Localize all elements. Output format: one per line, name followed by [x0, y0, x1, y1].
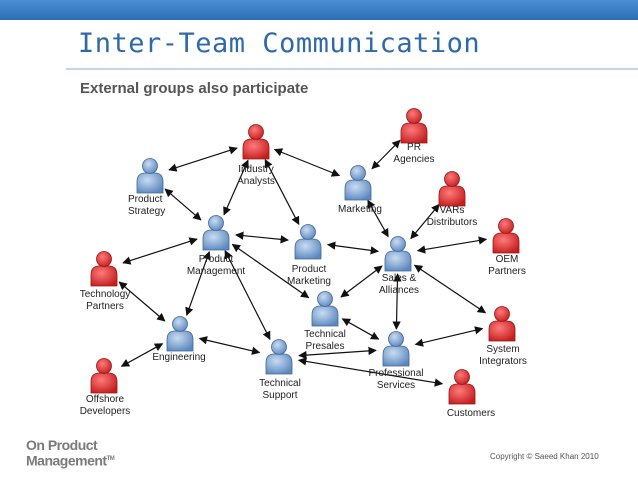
professional-services-person-icon [382, 331, 410, 367]
edge-product-management-engineering [185, 251, 211, 316]
edge-offshore-developers-engineering [120, 343, 164, 367]
edge-technical-presales-sales-alliances [340, 265, 383, 298]
sales-alliances-person-icon [384, 236, 412, 272]
edge-product-strategy-product-management [164, 188, 202, 221]
edge-oem-partners-sales-alliances [416, 236, 488, 254]
edge-technology-partners-product-management [122, 237, 198, 265]
edge-industry-analysts-product-marketing [264, 158, 300, 226]
vars-distributors-label: VARs Distributors [426, 205, 478, 228]
sales-alliances-label: Sales & Alliances [378, 273, 420, 296]
edge-vars-distributors-sales-alliances [410, 203, 440, 240]
edge-technical-presales-professional-services [341, 318, 380, 340]
technical-presales-label: Technical Presales [304, 329, 346, 352]
edge-product-management-product-marketing [235, 231, 289, 244]
title-divider [66, 68, 638, 70]
customers-label: Customers [446, 408, 496, 419]
edge-technology-partners-engineering [118, 281, 166, 322]
oem-partners-label: OEM Partners [488, 254, 526, 277]
edge-industry-analysts-product-management [223, 159, 249, 216]
logo-tm: TM [106, 456, 115, 462]
oem-partners-person-icon [492, 218, 520, 254]
technology-partners-label: Technology Partners [79, 289, 131, 312]
pr-agencies-person-icon [400, 108, 428, 144]
vars-distributors-person-icon [438, 171, 466, 207]
product-management-label: Product Management [186, 254, 246, 277]
industry-analysts-person-icon [242, 124, 270, 160]
product-strategy-person-icon [136, 158, 164, 194]
professional-services-label: Professional Services [368, 368, 424, 391]
product-marketing-label: Product Marketing [287, 264, 331, 287]
offshore-developers-person-icon [90, 358, 118, 394]
top-banner [0, 0, 638, 20]
edge-product-management-technical-support [224, 250, 271, 340]
system-integrators-label: System Integrators [479, 344, 527, 367]
technical-support-person-icon [265, 339, 293, 375]
logo-line1: On Product [26, 437, 98, 453]
brand-logo: On Product ManagementTM [26, 437, 115, 469]
edge-technical-support-customers [297, 357, 444, 387]
edge-system-integrators-professional-services [414, 326, 484, 347]
technology-partners-person-icon [90, 251, 118, 287]
page-subtitle: External groups also participate [80, 80, 309, 97]
edge-product-strategy-industry-analysts [168, 146, 238, 172]
product-management-person-icon [202, 215, 230, 251]
edge-sales-alliances-system-integrators [413, 264, 487, 314]
edge-product-marketing-sales-alliances [326, 241, 380, 255]
edge-technical-support-professional-services [298, 346, 377, 360]
marketing-label: Marketing [338, 204, 382, 215]
page-title: Inter-Team Communication [78, 28, 481, 59]
pr-agencies-label: PR Agencies [393, 142, 435, 165]
engineering-person-icon [166, 316, 194, 352]
copyright-text: Copyright © Saeed Khan 2010 [490, 452, 599, 461]
marketing-person-icon [344, 165, 372, 201]
industry-analysts-label: Industry Analysts [237, 164, 275, 187]
technical-support-label: Technical Support [259, 378, 301, 401]
product-strategy-label: Product Strategy [128, 194, 166, 217]
customers-person-icon [448, 369, 476, 405]
system-integrators-person-icon [488, 306, 516, 342]
technical-presales-person-icon [311, 291, 339, 327]
edge-pr-agencies-marketing [371, 139, 401, 170]
logo-line2: Management [26, 452, 107, 469]
engineering-label: Engineering [152, 352, 206, 363]
edge-engineering-technical-support [198, 336, 261, 355]
product-marketing-person-icon [294, 224, 322, 260]
edge-marketing-sales-alliances [367, 199, 389, 238]
edge-industry-analysts-marketing [273, 148, 341, 177]
edge-sales-alliances-professional-services [392, 273, 402, 330]
offshore-developers-label: Offshore Developers [79, 394, 131, 417]
